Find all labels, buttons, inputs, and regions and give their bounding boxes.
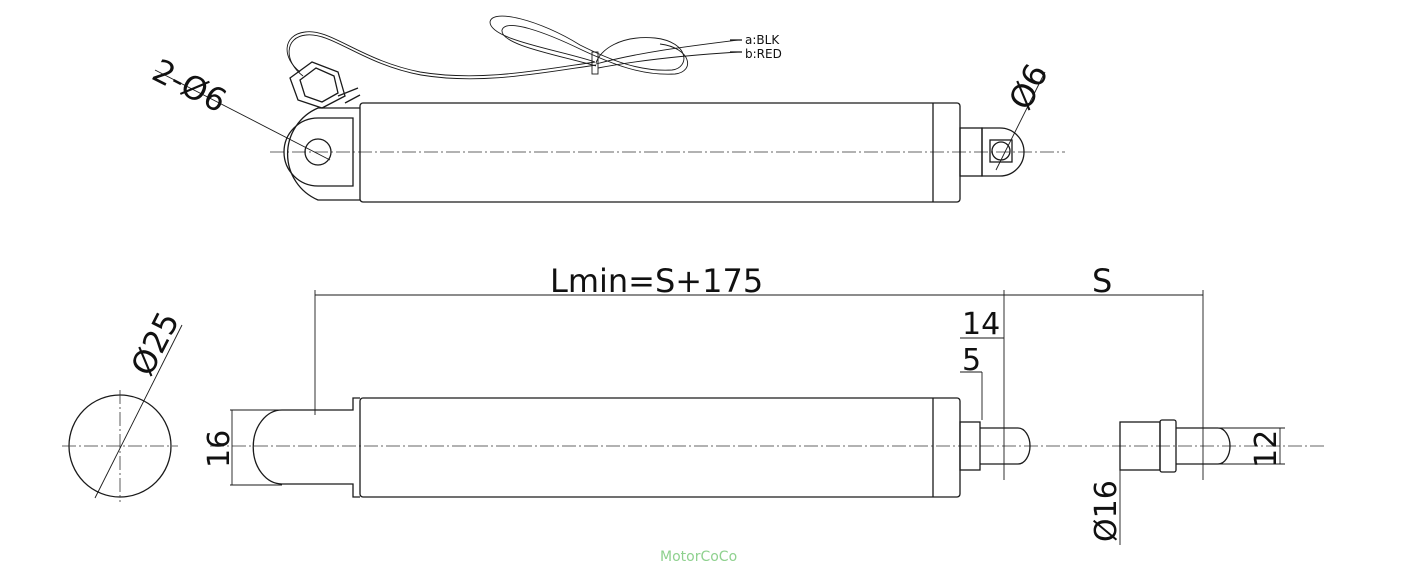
top-main-tube <box>359 102 961 203</box>
top-rod-end-hole-circle <box>991 141 1011 161</box>
end-view: Ø25 <box>62 306 187 502</box>
stroke-label: S <box>1092 262 1112 300</box>
side-rod-collar <box>959 421 981 471</box>
rod-hole-leader <box>995 71 1046 171</box>
watermark: MotorCoCo <box>660 549 737 561</box>
top-rear-clevis <box>286 107 360 201</box>
dim-16-label: 16 <box>202 430 237 468</box>
wire-a-label: a:BLK <box>745 33 780 47</box>
side-rear-cap <box>252 397 360 498</box>
top-rear-clevis-inner <box>283 117 354 187</box>
top-rod-end-eye <box>981 127 1025 177</box>
mount-hole-leader <box>154 69 331 161</box>
rod-dia-label: Ø16 <box>1089 480 1124 542</box>
dim-12-label: 12 <box>1249 430 1284 468</box>
top-view: a:BLK b:RED 2-Ø6 Ø6 <box>146 15 1065 203</box>
lmin-label: Lmin=S+175 <box>550 262 763 300</box>
side-view: Lmin=S+175 S 14 5 16 Ø16 12 <box>202 262 1325 545</box>
body-dia-leader <box>94 324 183 499</box>
mount-hole-dim-label: 2-Ø6 <box>146 51 232 120</box>
extended-rod-collar <box>1159 419 1177 473</box>
dim-5-label: 5 <box>962 343 981 378</box>
top-rod-end-hole <box>989 139 1013 163</box>
top-cable-gland <box>289 61 361 109</box>
dim-14-label: 14 <box>962 307 1000 342</box>
side-rod-tip <box>980 427 1031 465</box>
wire-b-label: b:RED <box>745 47 782 61</box>
body-dia-label: Ø25 <box>123 306 187 382</box>
rod-hole-dim-label: Ø6 <box>1001 58 1056 116</box>
extended-rod-tip <box>1176 427 1231 465</box>
top-cable <box>286 15 742 80</box>
top-rear-mount-hole <box>304 138 332 166</box>
side-main-tube <box>359 397 961 498</box>
